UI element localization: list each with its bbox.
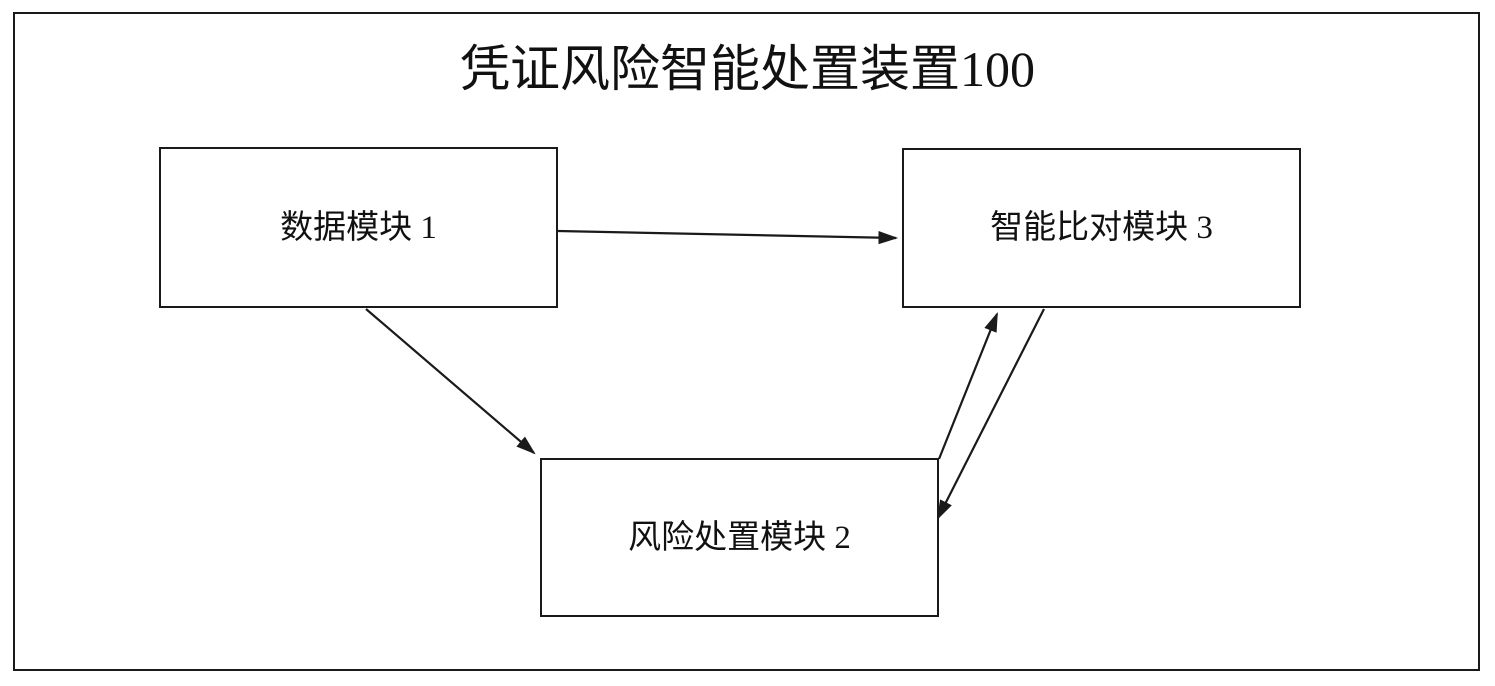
module-label-data-module: 数据模块 1 <box>280 209 437 246</box>
module-box-risk-module: 风险处置模块 2 <box>540 458 939 617</box>
module-box-compare-module: 智能比对模块 3 <box>902 148 1301 308</box>
module-box-data-module: 数据模块 1 <box>159 147 558 308</box>
figure-title: 凭证风险智能处置装置100 <box>460 41 1035 97</box>
module-label-risk-module: 风险处置模块 2 <box>628 519 851 556</box>
module-label-compare-module: 智能比对模块 3 <box>990 210 1213 246</box>
